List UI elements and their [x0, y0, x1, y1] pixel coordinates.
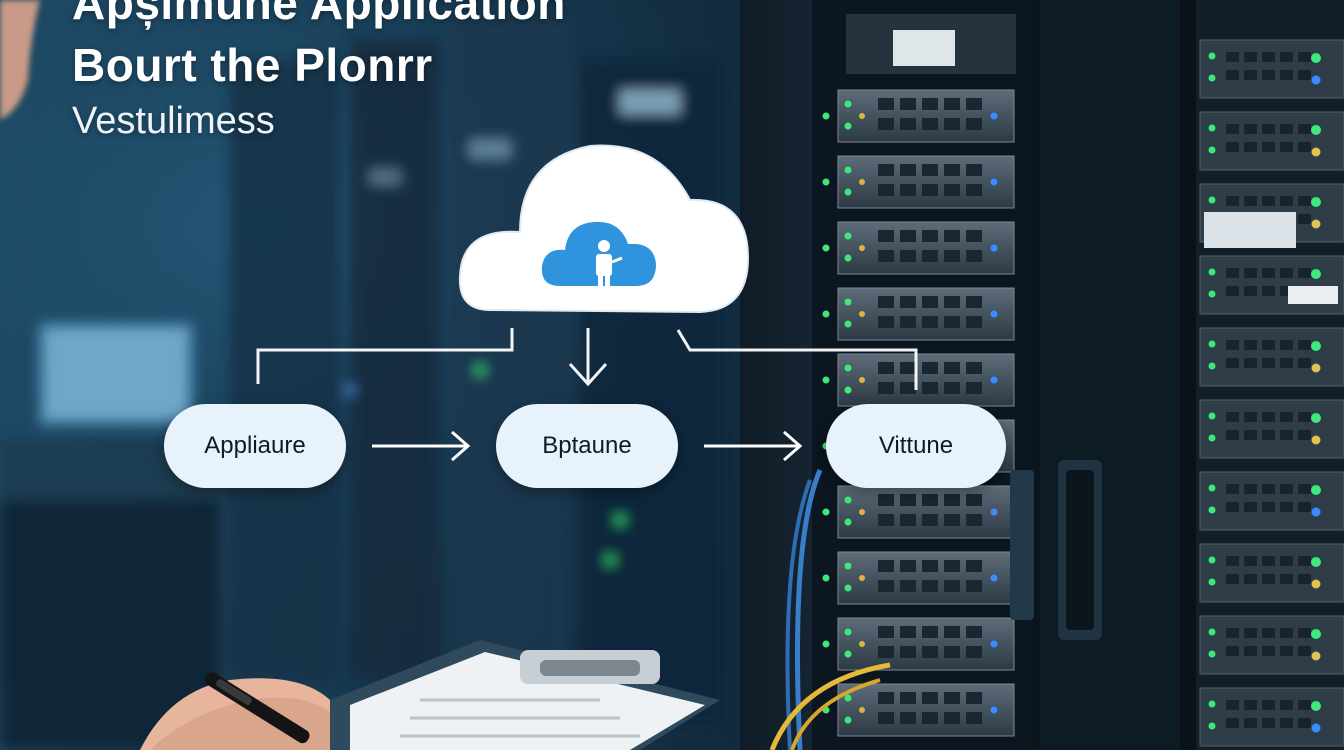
server-unit — [822, 551, 1015, 605]
headline-line-1: Apșimune Application — [72, 0, 566, 29]
server-unit — [1199, 255, 1344, 315]
node-vittune: Vittune — [826, 404, 1006, 488]
server-unit — [822, 485, 1015, 539]
server-unit — [1199, 543, 1344, 603]
server-unit — [1199, 615, 1344, 675]
server-unit — [822, 221, 1015, 275]
server-unit — [822, 353, 1015, 407]
server-unit — [1199, 327, 1344, 387]
cloud-person-icon — [458, 144, 750, 314]
subtitle: Vestulimess — [72, 100, 275, 142]
server-unit — [822, 617, 1015, 671]
server-unit — [1199, 111, 1344, 171]
arrow-right-icon — [704, 430, 803, 462]
server-unit — [822, 683, 1015, 737]
node-bptaune: Bptaune — [496, 404, 678, 488]
server-unit — [1199, 687, 1344, 747]
server-unit — [822, 89, 1015, 143]
server-unit — [1199, 471, 1344, 531]
node-appliaure: Appliaure — [164, 404, 346, 488]
server-unit — [822, 287, 1015, 341]
arrow-right-icon — [372, 430, 471, 462]
server-unit — [1199, 399, 1344, 459]
headline-line-2: Bourt the Plonrr — [72, 39, 433, 91]
server-unit — [822, 155, 1015, 209]
server-unit — [1199, 39, 1344, 99]
